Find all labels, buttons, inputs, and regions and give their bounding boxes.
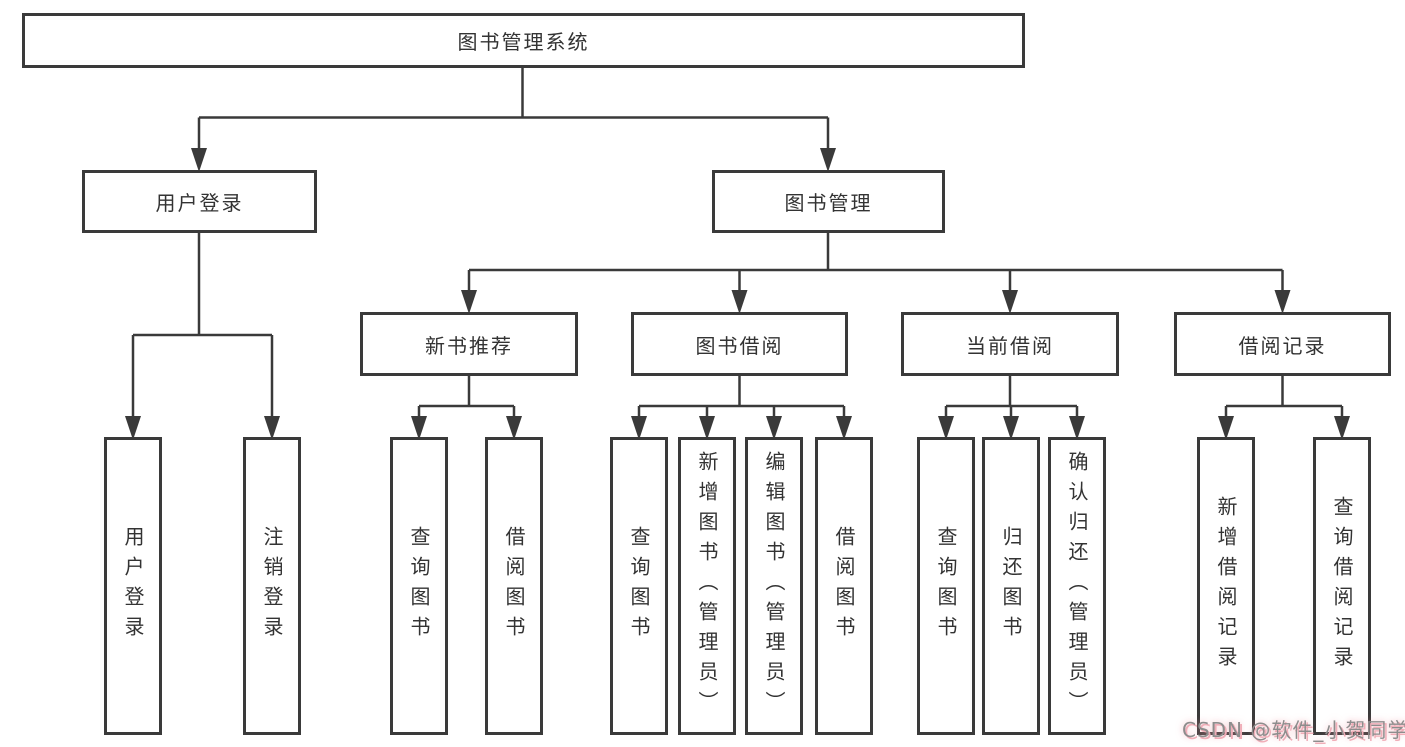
node-label: 图书借阅 [695, 333, 784, 358]
node-label: 查询借阅记录 [1330, 496, 1354, 676]
leaf-add-borrow-record: 新增借阅记录 [1197, 437, 1255, 735]
node-current-borrowing: 当前借阅 [901, 312, 1119, 376]
leaf-logout: 注销登录 [243, 437, 301, 735]
node-label: 图书管理系统 [457, 30, 590, 54]
node-new-book-recommend: 新书推荐 [360, 312, 578, 376]
node-label: 图书管理 [784, 191, 873, 215]
leaf-borrow-books-recommend: 借阅图书 [485, 437, 543, 735]
leaf-query-borrow-record: 查询借阅记录 [1313, 437, 1371, 735]
node-label: 用户登录 [155, 191, 244, 215]
node-label: 借阅图书 [832, 526, 856, 646]
node-library-management-system: 图书管理系统 [22, 13, 1025, 68]
node-label: 借阅记录 [1238, 333, 1327, 358]
node-label: 新增图书（管理员） [695, 451, 719, 721]
node-label: 查询图书 [627, 526, 651, 646]
arrowheads [125, 148, 1350, 440]
node-label: 新增借阅记录 [1214, 496, 1238, 676]
node-label: 注销登录 [260, 526, 284, 646]
node-label: 编辑图书（管理员） [762, 451, 786, 721]
node-label: 用户登录 [121, 526, 145, 646]
node-label: 查询图书 [407, 526, 431, 646]
leaf-query-books-current: 查询图书 [917, 437, 975, 735]
leaf-borrow-books-borrowing: 借阅图书 [815, 437, 873, 735]
leaf-add-book-admin: 新增图书（管理员） [678, 437, 736, 735]
node-label: 新书推荐 [425, 333, 513, 358]
node-borrowing-records: 借阅记录 [1174, 312, 1391, 376]
leaf-edit-book-admin: 编辑图书（管理员） [745, 437, 803, 735]
node-label: 归还图书 [999, 526, 1023, 646]
node-book-borrowing: 图书借阅 [631, 312, 848, 376]
node-label: 借阅图书 [502, 526, 526, 646]
leaf-return-books: 归还图书 [982, 437, 1040, 735]
leaf-query-books-recommend: 查询图书 [390, 437, 448, 735]
leaf-confirm-return-admin: 确认归还（管理员） [1048, 437, 1106, 735]
node-user-login: 用户登录 [82, 170, 317, 233]
leaf-query-books-borrowing: 查询图书 [610, 437, 668, 735]
leaf-user-login: 用户登录 [104, 437, 162, 735]
csdn-watermark: CSDN @软件_小贺同学 [1182, 718, 1405, 742]
node-label: 查询图书 [934, 526, 958, 646]
node-book-management: 图书管理 [712, 170, 945, 233]
node-label: 确认归还（管理员） [1065, 451, 1089, 721]
node-label: 当前借阅 [966, 333, 1054, 358]
